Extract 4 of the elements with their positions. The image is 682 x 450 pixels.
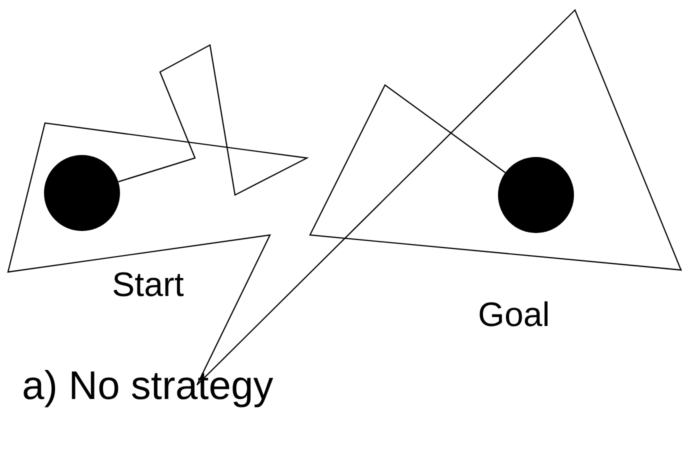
caption: a) No strategy: [22, 366, 274, 406]
zigzag-line: [7, 8, 682, 386]
node-label: Goal: [478, 298, 550, 332]
node-label: Start: [112, 268, 184, 302]
